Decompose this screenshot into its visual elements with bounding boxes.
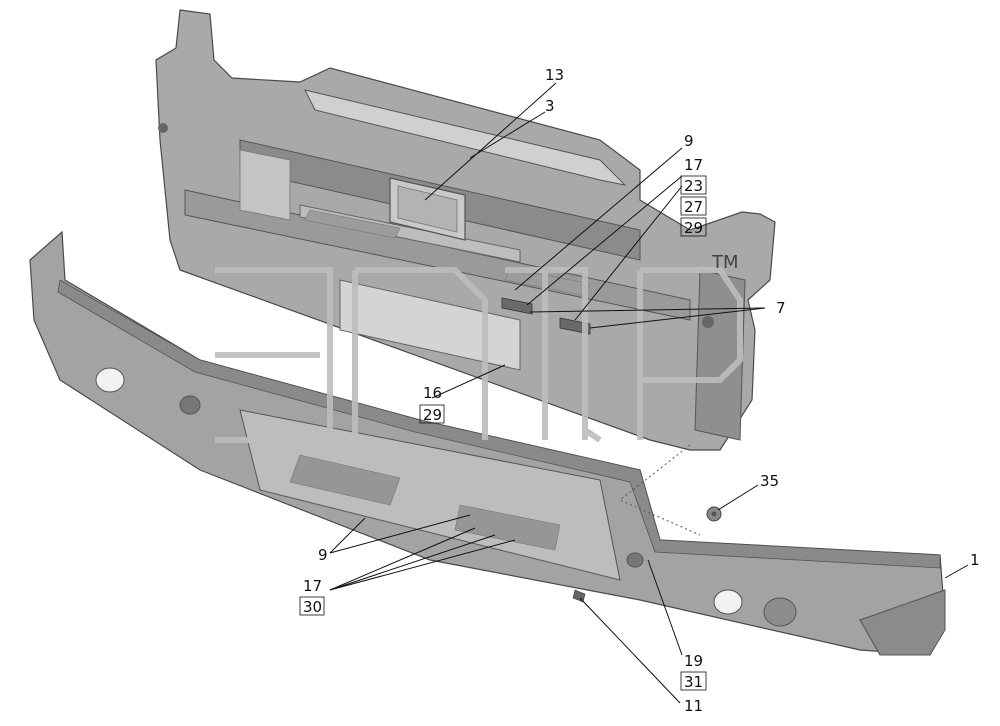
- callout-7: 7: [776, 299, 786, 317]
- callout-11: 11: [684, 697, 703, 715]
- callout-9-bottom: 9: [318, 546, 328, 564]
- callout-35: 35: [760, 472, 779, 490]
- callout-9-top: 9: [684, 132, 694, 150]
- callout-16: 16: [423, 384, 442, 402]
- callout-1: 1: [970, 551, 980, 569]
- callout-27: 27: [684, 198, 703, 216]
- callout-31: 31: [684, 673, 703, 691]
- bumper: [29, 230, 946, 656]
- leader-lines: [329, 82, 969, 704]
- callout-30: 30: [303, 598, 322, 616]
- callout-19: 19: [684, 652, 703, 670]
- callout-13: 13: [545, 66, 564, 84]
- callout-29-top: 29: [684, 219, 703, 237]
- grille-panel: [155, 9, 776, 451]
- watermark: TM: [215, 252, 743, 443]
- nut-35: [706, 506, 722, 522]
- callout-17-bottom: 17: [303, 577, 322, 595]
- callout-3: 3: [545, 97, 555, 115]
- callout-29-mid: 29: [423, 406, 442, 424]
- callout-labels: 13 3 9 17 23 27 29 7 16 29 35 1 9 17 30 …: [299, 66, 980, 715]
- callout-23: 23: [684, 177, 703, 195]
- callout-17-top: 17: [684, 156, 703, 174]
- watermark-tm: TM: [711, 252, 739, 273]
